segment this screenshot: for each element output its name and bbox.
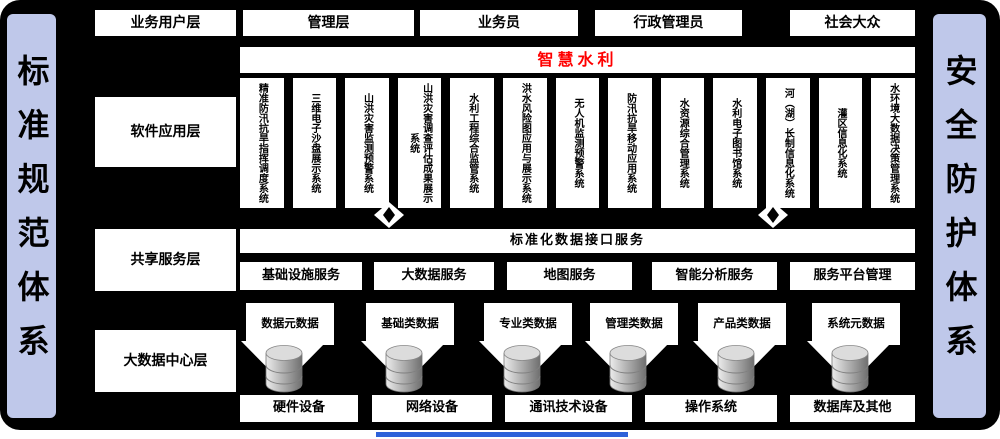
app-system-box: 三维电子沙盘展示系统 [292, 78, 337, 208]
data-type-label: 产品类数据 [698, 303, 786, 345]
diamond-inner [383, 207, 395, 223]
database-cylinder-icon [265, 345, 303, 393]
infrastructure-item: 数据库及其他 [790, 395, 915, 422]
app-system-box: 山洪灾害监测预警系统 [345, 78, 389, 208]
data-type-label: 数据元数据 [246, 303, 334, 345]
flow-diamond-icon [758, 202, 788, 228]
diamond-inner [767, 207, 779, 223]
data-type-label: 专业类数据 [484, 303, 572, 345]
user-group-item: 社会大众 [790, 10, 915, 36]
service-item: 服务平台管理 [790, 262, 915, 290]
app-system-box: 洪水风险图应用与展示系统 [503, 78, 547, 208]
data-type-label: 系统元数据 [812, 303, 900, 345]
app-system-box: 无人机监测预警系统 [555, 78, 600, 208]
infrastructure-item: 硬件设备 [240, 395, 358, 422]
database-cylinder-icon [609, 345, 647, 393]
database-cylinder-icon [385, 345, 423, 393]
app-system-box: 山洪灾害调查评估成果展示系统 [397, 78, 442, 208]
user-group-item: 管理层 [243, 10, 414, 36]
user-group-item: 行政管理员 [595, 10, 742, 36]
layer-label-data: 大数据中心层 [95, 330, 236, 392]
infrastructure-item: 通讯技术设备 [505, 395, 632, 422]
database-cylinder-icon [503, 345, 541, 393]
layer-label-user: 业务用户层 [95, 10, 236, 36]
left-sidebar-standard-system: 标准规范体系 [7, 14, 56, 418]
app-system-box: 水利工程综合监管系统 [450, 78, 495, 208]
layer-label-app: 软件应用层 [95, 97, 236, 167]
database-cylinder-icon [831, 345, 869, 393]
bottom-blue-bar [376, 432, 628, 437]
data-type-label: 管理类数据 [590, 303, 678, 345]
app-system-box: 河（湖）长制信息化系统 [766, 78, 810, 208]
app-layer-title: 智慧水利 [240, 47, 915, 73]
flow-diamond-icon [374, 202, 404, 228]
app-system-box: 水利电子图书馆系统 [713, 78, 758, 208]
user-group-item: 业务员 [420, 10, 578, 36]
app-system-box: 防汛抗旱移动应用系统 [608, 78, 652, 208]
layer-label-service: 共享服务层 [95, 229, 236, 291]
app-system-box: 水环境大数据决策管理系统 [871, 78, 915, 208]
service-item: 智能分析服务 [652, 262, 777, 290]
infrastructure-item: 网络设备 [372, 395, 492, 422]
service-item: 地图服务 [507, 262, 632, 290]
app-systems-row: 精准防汛抗旱指挥调度系统 三维电子沙盘展示系统 山洪灾害监测预警系统 山洪灾害调… [240, 78, 915, 208]
right-sidebar-security-system: 安全防护体系 [933, 14, 986, 418]
database-cylinder-icon [717, 345, 755, 393]
service-item: 大数据服务 [374, 262, 494, 290]
app-system-box: 水资源综合管理系统 [660, 78, 705, 208]
app-system-box: 灌区信息化系统 [818, 78, 863, 208]
service-item: 基础设施服务 [240, 262, 362, 290]
infrastructure-item: 操作系统 [645, 395, 777, 422]
app-system-box: 精准防汛抗旱指挥调度系统 [240, 78, 284, 208]
data-type-label: 基础类数据 [366, 303, 454, 345]
data-interface-bar: 标准化数据接口服务 [240, 229, 915, 253]
